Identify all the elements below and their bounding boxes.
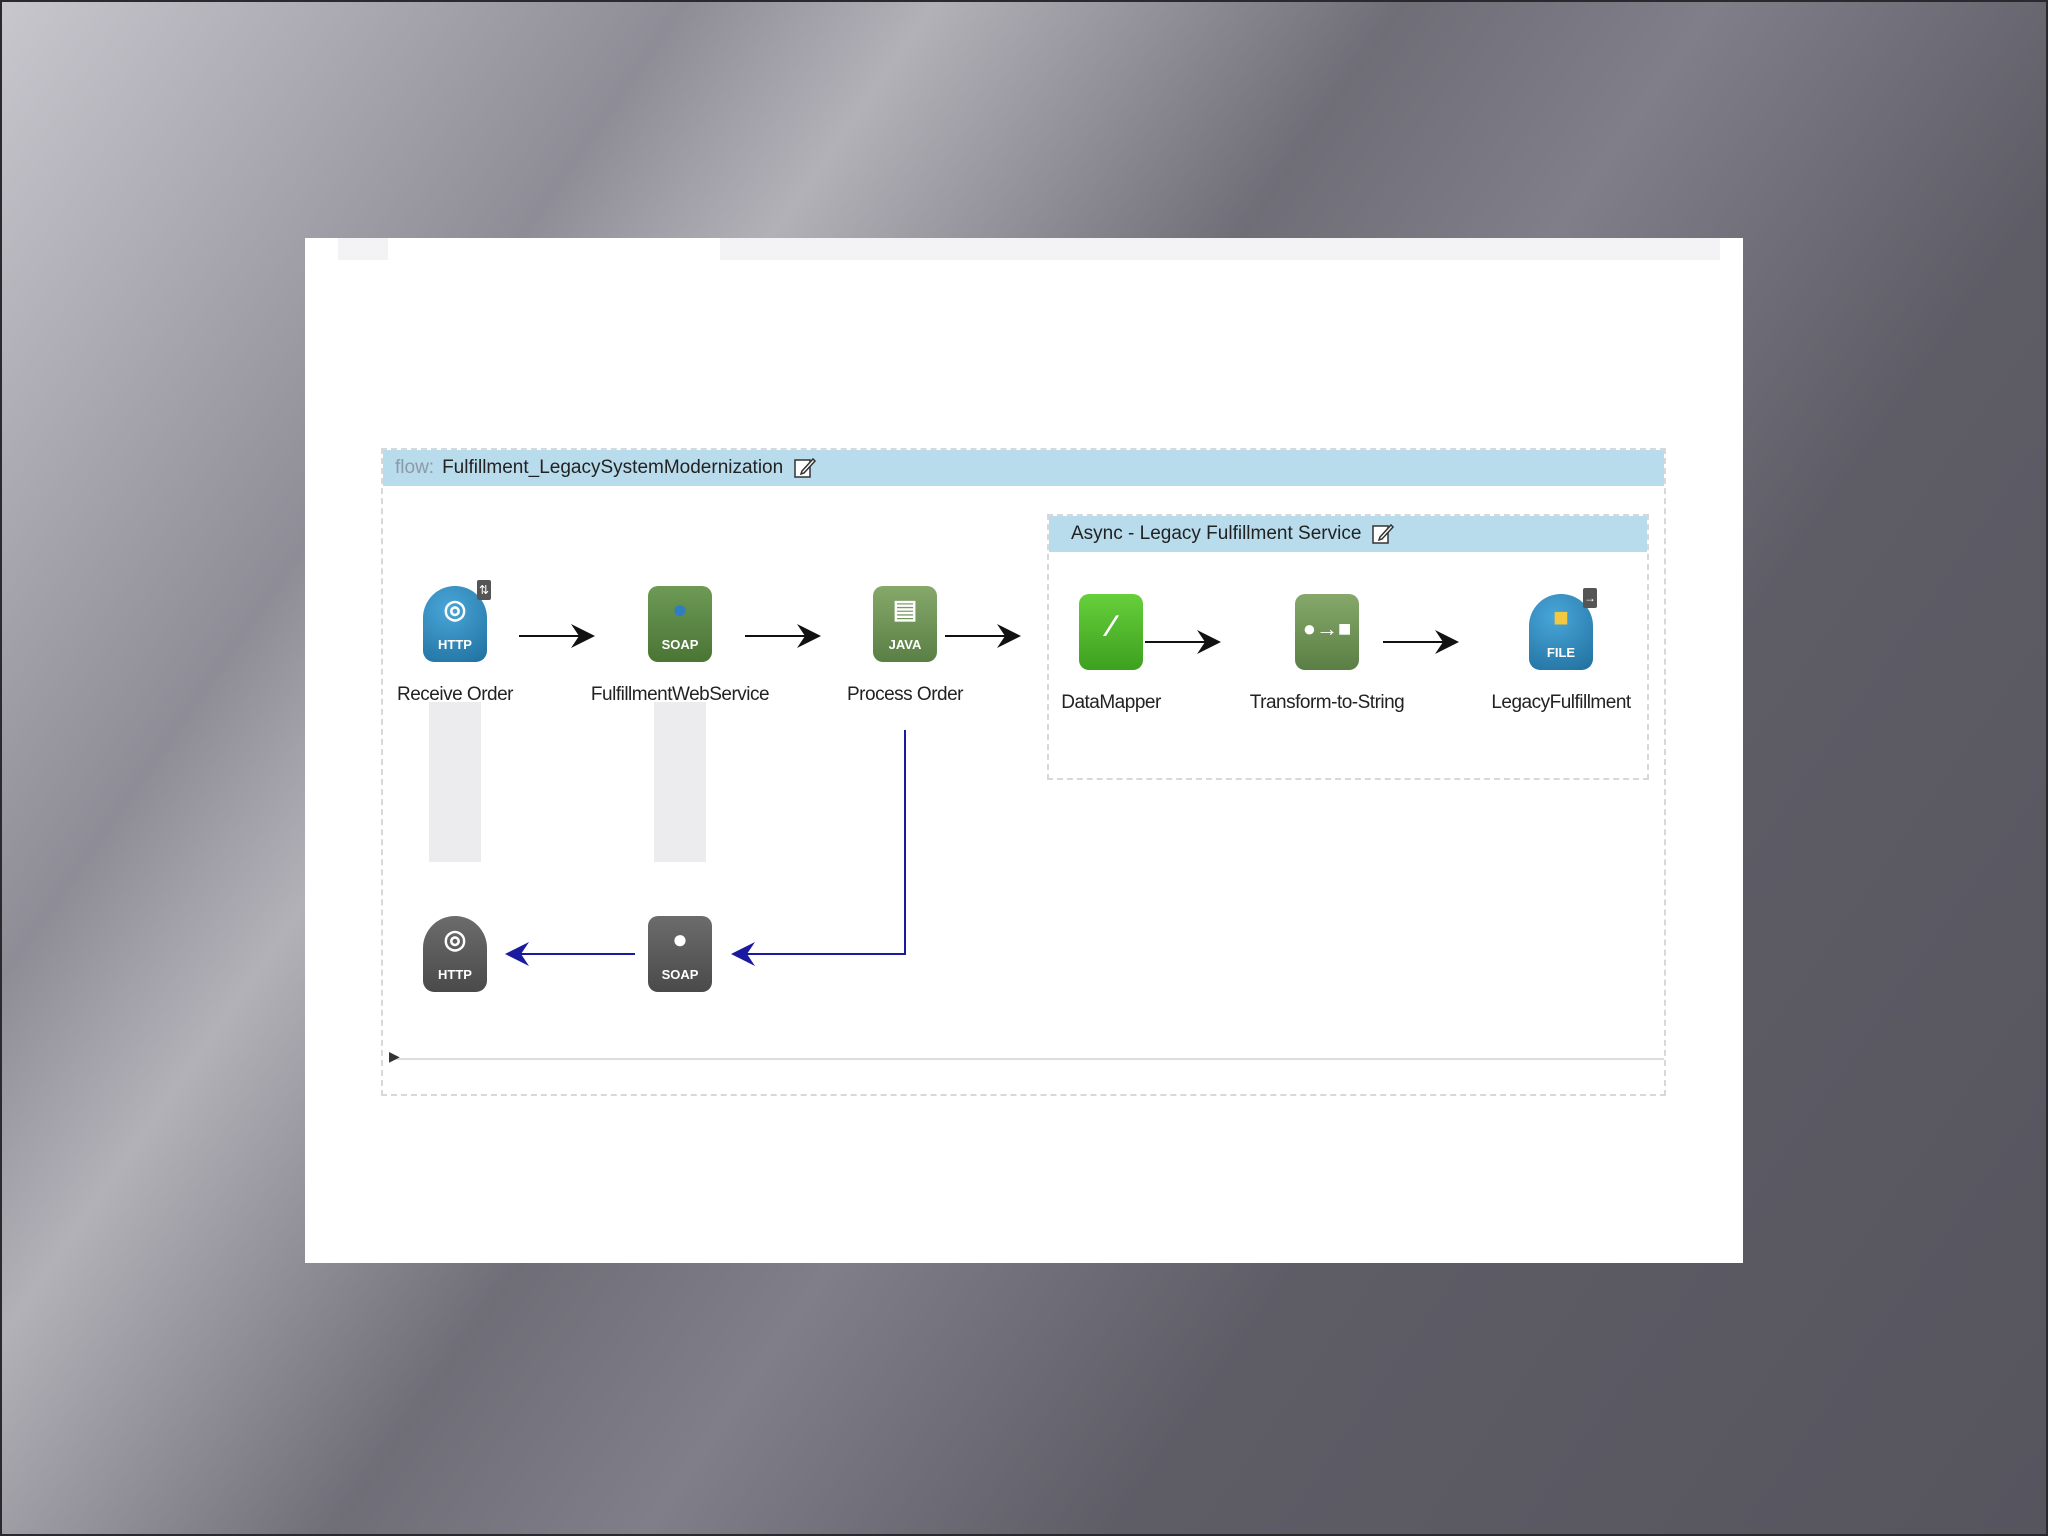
flow-divider	[395, 1058, 1664, 1060]
endpoint-exchange-badge-icon: ⇅	[477, 580, 491, 600]
file-folder-icon[interactable]: ■ FILE	[1529, 594, 1593, 670]
flow-prefix: flow:	[395, 457, 435, 478]
top-strip-left	[338, 238, 388, 260]
datamapper-icon[interactable]: ∕	[1079, 594, 1143, 670]
node-label-datamapper: DataMapper	[1061, 692, 1161, 713]
top-strip-right	[720, 238, 1720, 260]
java-document-icon[interactable]: ▤ JAVA	[873, 586, 937, 662]
node-label-legacy-fulfillment: LegacyFulfillment	[1491, 692, 1631, 713]
globe-glyph-icon: ◎	[443, 594, 467, 624]
http-globe-icon[interactable]: ◎ HTTP	[423, 586, 487, 662]
http-response-icon[interactable]: ◎ HTTP	[423, 916, 487, 992]
response-icon-text: SOAP	[661, 967, 699, 982]
node-icon-text: HTTP	[438, 637, 472, 652]
soap-globe-icon[interactable]: ● SOAP	[648, 586, 712, 662]
flow-header[interactable]: flow: Fulfillment_LegacySystemModernizat…	[383, 450, 1664, 486]
flow-name: Fulfillment_LegacySystemModernization	[442, 457, 784, 478]
node-icon-text: JAVA	[888, 637, 922, 652]
http-lane	[429, 702, 481, 862]
mapper-glyph-icon: ∕	[1108, 610, 1114, 643]
folder-glyph-icon: ■	[1553, 602, 1569, 632]
async-scope-header[interactable]: Async - Legacy Fulfillment Service	[1049, 516, 1647, 552]
slide-canvas: flow: Fulfillment_LegacySystemModernizat…	[305, 238, 1743, 1263]
edit-pencil-icon[interactable]	[793, 456, 817, 480]
globe-glyph-icon: ◎	[443, 924, 467, 954]
response-path-process-to-soap	[731, 730, 906, 966]
node-label-process-order: Process Order	[847, 684, 963, 705]
edit-pencil-icon[interactable]	[1371, 522, 1395, 546]
flow-arrows	[505, 624, 1459, 966]
soap-lane	[654, 702, 706, 862]
globe-glyph-icon: ●	[672, 924, 688, 954]
node-label-transform-to-string: Transform-to-String	[1249, 692, 1405, 713]
node-label-fulfillment-web-service: FulfillmentWebService	[590, 684, 770, 705]
node-label-receive-order: Receive Order	[397, 684, 514, 705]
async-scope-title: Async - Legacy Fulfillment Service	[1071, 523, 1362, 544]
response-icon-text: HTTP	[438, 967, 472, 982]
globe-glyph-icon: ●	[672, 594, 688, 624]
transformer-icon[interactable]: ●→■	[1295, 594, 1359, 670]
expand-toggle-icon[interactable]: ▶	[389, 1048, 400, 1064]
outbound-badge-icon: →	[1583, 588, 1597, 608]
transform-glyph-icon: ●→■	[1302, 616, 1352, 641]
node-icon-text: SOAP	[661, 637, 699, 652]
node-icon-text: FILE	[1546, 645, 1576, 660]
async-scope[interactable]: Async - Legacy Fulfillment Service	[1047, 514, 1649, 780]
flow-container[interactable]: flow: Fulfillment_LegacySystemModernizat…	[381, 448, 1666, 1096]
soap-response-icon[interactable]: ● SOAP	[648, 916, 712, 992]
document-glyph-icon: ▤	[892, 594, 918, 624]
